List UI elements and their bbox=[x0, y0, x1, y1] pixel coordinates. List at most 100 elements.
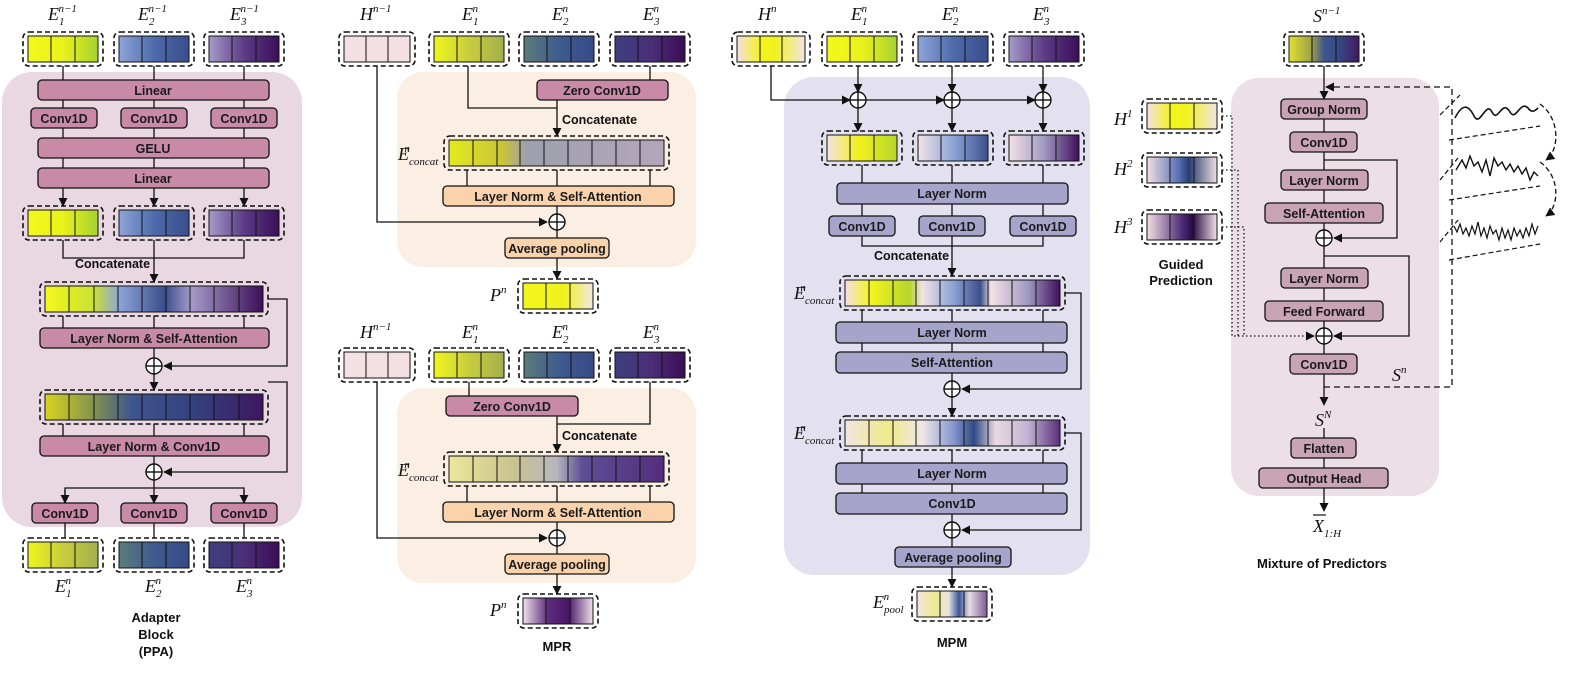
mpr-e1-token-top bbox=[428, 31, 510, 67]
mpr-zero-conv-bottom: Zero Conv1D bbox=[445, 395, 579, 417]
adapter-conv1d-1: Conv1D bbox=[30, 107, 98, 129]
adapter-mid-token-3 bbox=[203, 205, 285, 241]
mpm-e3-token bbox=[1003, 31, 1085, 67]
mpm-e1-token bbox=[821, 31, 903, 67]
mpr-p-token-top bbox=[517, 278, 599, 314]
svg-text:Conv1D: Conv1D bbox=[130, 507, 177, 521]
adapter-ln-conv1d: Layer Norm & Conv1D bbox=[39, 435, 270, 457]
adapter-output-label-2: E2n bbox=[144, 575, 162, 600]
mix-guided-line2: Prediction bbox=[1149, 273, 1213, 288]
mpm-caption: MPM bbox=[937, 635, 967, 650]
svg-text:Conv1D: Conv1D bbox=[220, 112, 267, 126]
mix-guided-line1: Guided bbox=[1159, 257, 1204, 272]
mpm-e2-label: E2n bbox=[941, 3, 959, 28]
svg-text:Average pooling: Average pooling bbox=[508, 558, 605, 572]
svg-text:Conv1D: Conv1D bbox=[41, 507, 88, 521]
adapter-output-token-3 bbox=[203, 537, 285, 573]
mpm-epool-label: Epooln bbox=[872, 591, 904, 616]
svg-text:Group Norm: Group Norm bbox=[1287, 103, 1361, 117]
adapter-input-token-1 bbox=[22, 31, 104, 67]
svg-text:Layer Norm: Layer Norm bbox=[1289, 174, 1358, 188]
mix-xhat-label: X1:H bbox=[1312, 516, 1342, 540]
mpr-e2-label-top: E2n bbox=[551, 3, 569, 28]
mpm-add-5 bbox=[943, 521, 961, 539]
wave-inset-1-icon bbox=[1439, 94, 1541, 141]
mix-add-2 bbox=[1315, 327, 1333, 345]
mpm-fused-token-1 bbox=[821, 130, 903, 166]
mpr-e1-token-bottom bbox=[428, 347, 510, 383]
adapter-out-conv1d-2: Conv1D bbox=[120, 502, 188, 524]
mix-s-top-token bbox=[1283, 31, 1365, 67]
mpr-p-label-bottom: Pn bbox=[489, 599, 507, 620]
mpr-add-top bbox=[548, 213, 566, 231]
svg-text:Conv1D: Conv1D bbox=[838, 220, 885, 234]
adapter-caption-line1: Adapter bbox=[131, 610, 180, 625]
mix-output-head: Output Head bbox=[1258, 467, 1389, 489]
svg-text:Conv1D: Conv1D bbox=[1300, 358, 1347, 372]
svg-text:Layer Norm & Self-Attention: Layer Norm & Self-Attention bbox=[70, 332, 237, 346]
mpr-e2-token-bottom bbox=[518, 347, 600, 383]
mpm-conv1d-3: Conv1D bbox=[1009, 215, 1077, 237]
wave-inset-3-icon bbox=[1439, 219, 1541, 261]
adapter-output-token-2 bbox=[113, 537, 195, 573]
mpr-e3-token-top bbox=[609, 31, 691, 67]
svg-text:Self-Attention: Self-Attention bbox=[911, 356, 993, 370]
mpm-layer-norm-1: Layer Norm bbox=[836, 182, 1069, 205]
mix-flatten: Flatten bbox=[1290, 437, 1357, 459]
svg-text:Zero Conv1D: Zero Conv1D bbox=[473, 400, 551, 414]
svg-text:Layer Norm: Layer Norm bbox=[917, 467, 986, 481]
adapter-caption-line3: (PPA) bbox=[139, 644, 173, 659]
wave-inset-2-icon bbox=[1439, 153, 1541, 201]
mpr-econcat-token-bottom bbox=[443, 451, 670, 487]
svg-text:Layer Norm & Self-Attention: Layer Norm & Self-Attention bbox=[474, 190, 641, 204]
svg-text:Conv1D: Conv1D bbox=[1019, 220, 1066, 234]
mpr-econcat-label-bottom: Econcatn bbox=[397, 459, 439, 484]
mpm-econcat-token-1 bbox=[839, 275, 1066, 311]
adapter-add-1 bbox=[145, 357, 163, 375]
mpm-h-token bbox=[731, 31, 811, 67]
mpm-self-attention: Self-Attention bbox=[835, 351, 1068, 374]
svg-text:Flatten: Flatten bbox=[1304, 442, 1345, 456]
mpm-conv1d-4: Conv1D bbox=[835, 492, 1068, 515]
mix-h3-label: H3 bbox=[1113, 216, 1133, 237]
mix-h1-token bbox=[1141, 98, 1223, 134]
mpm-panel: Hn E1n E2n E3n Layer Norm Conv1D Conv1D … bbox=[731, 3, 1090, 650]
adapter-linear-bottom: Linear bbox=[37, 167, 270, 189]
svg-text:Feed Forward: Feed Forward bbox=[1283, 305, 1365, 319]
mpr-avg-pool-bottom: Average pooling bbox=[504, 553, 610, 575]
mpr-econcat-token-top bbox=[443, 135, 670, 171]
mpr-e3-label-top: E3n bbox=[642, 3, 660, 28]
mpm-layer-norm-2: Layer Norm bbox=[835, 321, 1068, 344]
svg-text:Conv1D: Conv1D bbox=[40, 112, 87, 126]
mpr-concatenate-label-bottom: Concatenate bbox=[562, 429, 637, 443]
mpr-concatenate-label-top: Concatenate bbox=[562, 113, 637, 127]
mpr-h-token-top bbox=[338, 31, 416, 67]
svg-text:Linear: Linear bbox=[134, 172, 172, 186]
mix-s-top-label: Sn−1 bbox=[1313, 5, 1340, 26]
mix-feed-forward: Feed Forward bbox=[1264, 300, 1384, 322]
adapter-concatenate-label: Concatenate bbox=[75, 257, 150, 271]
adapter-linear-top: Linear bbox=[37, 79, 270, 101]
mpm-add-3 bbox=[1034, 91, 1052, 109]
mpr-add-bottom bbox=[548, 529, 566, 547]
mpr-e2-label-bottom: E2n bbox=[551, 321, 569, 346]
mpm-conv1d-2: Conv1D bbox=[918, 215, 986, 237]
mpr-ln-sa-bottom: Layer Norm & Self-Attention bbox=[442, 501, 675, 523]
mpm-h-label: Hn bbox=[757, 3, 777, 24]
adapter-mid-token-2 bbox=[113, 205, 195, 241]
adapter-caption-line2: Block bbox=[138, 627, 174, 642]
svg-text:Average pooling: Average pooling bbox=[904, 551, 1001, 565]
mpr-e1-label-top: E1n bbox=[461, 3, 479, 28]
mix-layer-norm-2: Layer Norm bbox=[1280, 267, 1369, 289]
mpr-panel: Hn−1 E1n E2n E3n Zero Conv1D Concatenate… bbox=[338, 3, 696, 654]
mpm-e3-label: E3n bbox=[1032, 3, 1050, 28]
adapter-add-2 bbox=[145, 463, 163, 481]
mpr-h-label-bottom: Hn−1 bbox=[359, 321, 391, 342]
mpr-caption: MPR bbox=[543, 639, 573, 654]
adapter-out-conv1d-3: Conv1D bbox=[210, 502, 278, 524]
mpm-e1-label: E1n bbox=[850, 3, 868, 28]
mix-conv1d-2: Conv1D bbox=[1289, 353, 1358, 375]
svg-text:GELU: GELU bbox=[136, 142, 171, 156]
svg-text:Layer Norm: Layer Norm bbox=[1289, 272, 1358, 286]
